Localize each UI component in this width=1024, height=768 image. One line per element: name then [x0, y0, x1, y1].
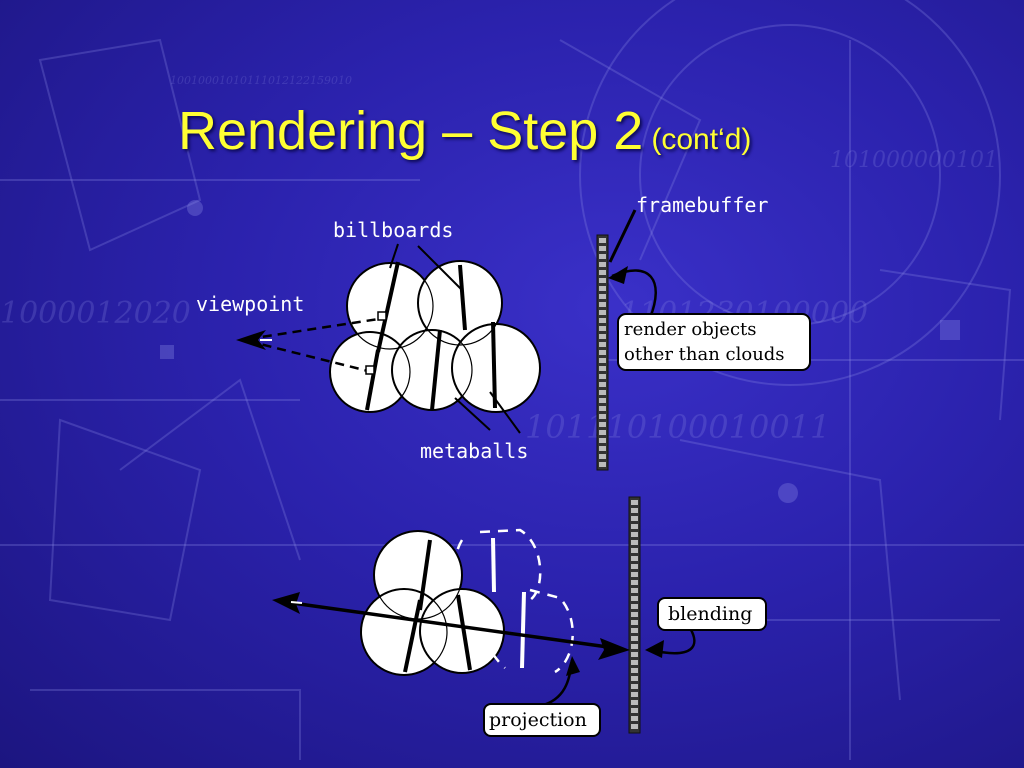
blending-box	[657, 597, 767, 631]
bg-binary-5: 101110100010011	[525, 408, 831, 446]
bg-binary-3: 101000000101	[830, 148, 998, 173]
framebuffer-strip-bottom	[628, 496, 641, 734]
label-viewpoint: viewpoint	[196, 292, 304, 316]
label-projection: projection	[489, 709, 587, 731]
label-framebuffer: framebuffer	[636, 193, 768, 217]
projection-box	[483, 703, 601, 737]
label-billboards: billboards	[333, 218, 453, 242]
bg-binary-2: 1000012020	[0, 296, 191, 331]
slide-title: Rendering – Step 2(cont‘d)	[178, 100, 751, 162]
bg-binary-1: 1001000101011101212215901​0	[170, 74, 352, 87]
render-box-line-2: other than clouds	[624, 344, 785, 365]
label-metaballs: metaballs	[420, 439, 528, 463]
label-blending: blending	[668, 603, 752, 625]
projected-outlines	[454, 528, 574, 674]
bottom-diagram: blending projection	[272, 496, 767, 737]
viewpoint-marker-bottom	[272, 592, 300, 614]
title-main: Rendering – Step 2	[178, 101, 644, 161]
render-box-line-1: render objects	[624, 319, 757, 340]
framebuffer-strip-top	[596, 234, 609, 471]
billboards-top	[365, 261, 497, 411]
metaballs-bottom	[360, 530, 505, 676]
top-diagram: framebuffer billboards viewpoint metabal…	[196, 193, 811, 471]
title-suffix: (cont‘d)	[651, 123, 752, 156]
render-objects-box	[617, 313, 811, 371]
viewpoint-marker	[236, 330, 266, 350]
